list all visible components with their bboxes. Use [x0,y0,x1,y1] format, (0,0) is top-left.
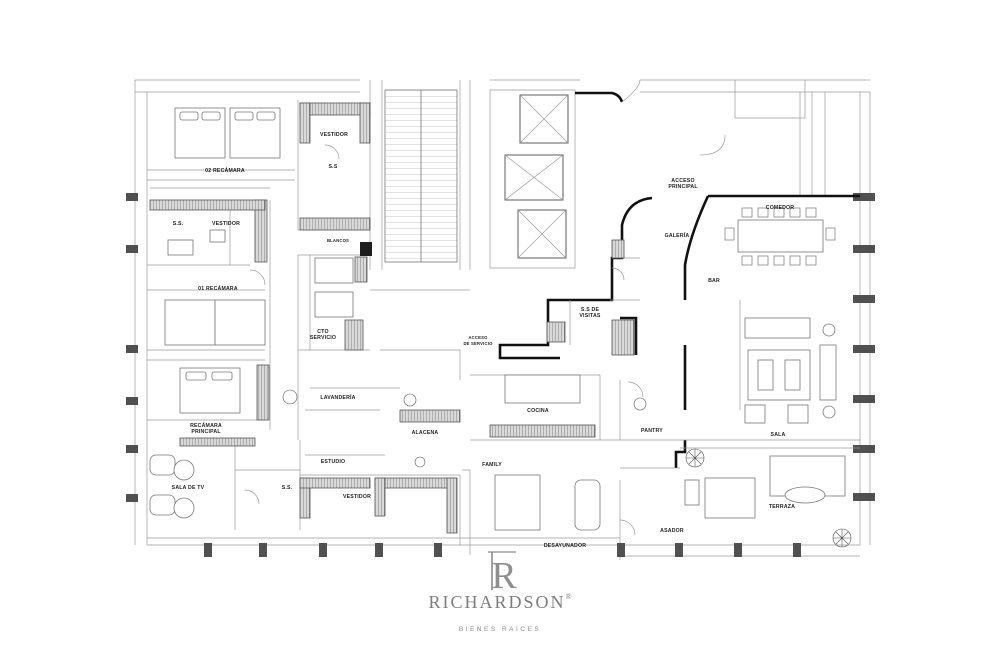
label-recamara-02: 02 RECÁMARA [205,167,245,174]
label-sala-de-tv: SALA DE TV [172,485,205,491]
staircase [384,89,458,263]
plants [282,389,852,548]
cabinetry [149,102,635,534]
label-recamara-principal-1: RECÁMARA [190,422,222,429]
label-blancos: BLANCOS [327,238,349,243]
label-family: FAMILY [482,462,502,468]
brand-name: RICHARDSON [428,592,566,612]
lobby-walls [498,91,860,468]
label-lavanderia: LAVANDERÍA [320,393,355,401]
label-ss-visitas-2: VISITAS [579,313,601,319]
label-desayunador: DESAYUNADOR [544,543,586,549]
structural-columns [126,193,875,557]
label-vestidor-left: VESTIDOR [212,221,240,227]
brand-tagline: BIENES RAICES [0,618,1000,636]
label-recamara-01: 01 RECÁMARA [198,285,238,292]
monogram-letter: R [491,555,517,597]
room-labels: VESTIDOR S.S 02 RECÁMARA S.S. VESTIDOR B… [172,132,795,549]
label-asador: ASADOR [660,528,684,534]
label-acceso-principal-1: ACCESO [671,178,694,184]
label-terraza: TERRAZA [769,504,795,510]
label-cocina: COCINA [527,408,549,414]
label-ss-bottom: S.S. [282,485,293,491]
label-vestidor-top: VESTIDOR [320,132,348,138]
tagline-text: BIENES RAICES [458,626,542,633]
label-ss-left: S.S. [173,221,184,227]
label-comedor: COMEDOR [766,205,795,211]
brand-monogram: R [488,551,517,597]
label-sala: SALA [771,432,786,438]
label-bar: BAR [708,278,720,284]
door-swings [244,79,726,536]
label-alacena: ALACENA [412,430,439,436]
label-acceso-servicio-1: ACCESO [468,335,488,340]
label-ss-top: S.S [329,164,338,170]
label-cto-servicio-2: SERVICIO [310,335,336,341]
label-pantry: PANTRY [641,428,663,434]
furniture [149,207,846,531]
registered-mark: ® [565,592,572,601]
label-galeria: GALERÍA [665,231,690,239]
label-vestidor-bottom: VESTIDOR [343,494,371,500]
beds [164,107,354,414]
label-cto-servicio-1: CTO [317,329,328,335]
label-recamara-principal-2: PRINCIPAL [191,429,221,435]
label-acceso-servicio-2: DE SERVICIO [463,341,493,346]
label-acceso-principal-2: PRINCIPAL [668,184,698,190]
brand-wordmark: RICHARDSON® [0,592,1000,613]
exterior-walls [134,79,871,560]
label-ss-visitas-1: S.S DE [581,307,600,313]
label-estudio: ESTUDIO [321,459,345,465]
elevators [489,89,576,269]
